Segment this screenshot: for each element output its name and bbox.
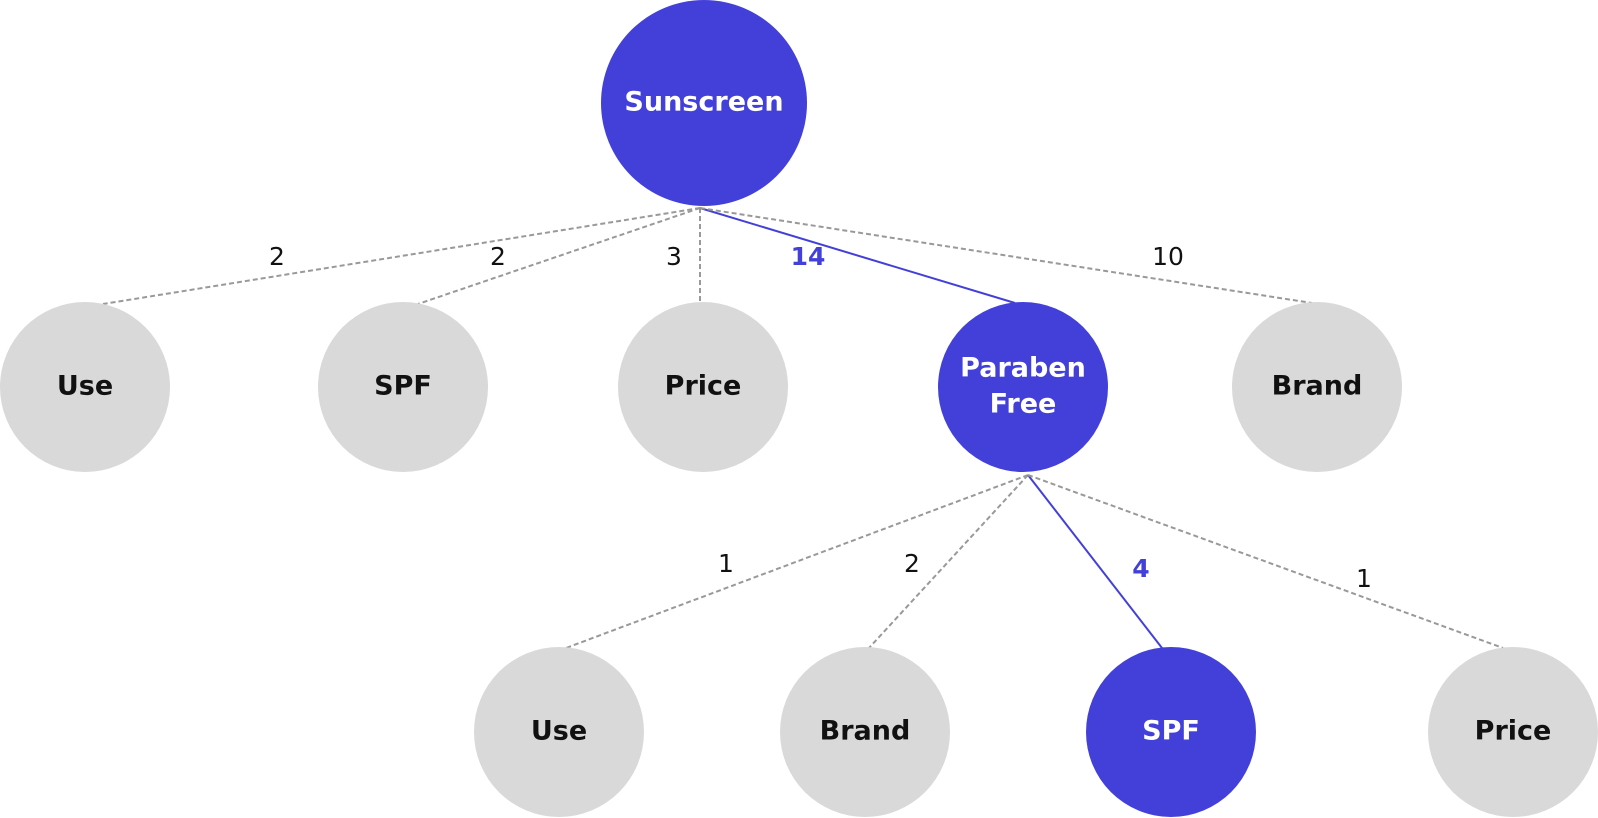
edge-label-sunscreen-to-price-1: 3 [666, 242, 682, 271]
node-circle-brand-2 [780, 647, 950, 817]
edge-label-sunscreen-to-paraben-free: 14 [791, 242, 826, 271]
edges-layer [102, 207, 1504, 649]
node-circle-brand-1 [1232, 302, 1402, 472]
node-price-1: Price [618, 302, 788, 472]
node-circle-price-1 [618, 302, 788, 472]
node-brand-2: Brand [780, 647, 950, 817]
edge-label-sunscreen-to-spf-1: 2 [490, 242, 506, 271]
node-label-sunscreen: Sunscreen [624, 87, 783, 118]
node-label-use-1: Use [57, 371, 113, 402]
edge-label-paraben-free-to-spf-2: 4 [1132, 554, 1149, 583]
edge-label-sunscreen-to-use-1: 2 [269, 242, 285, 271]
node-price-2: Price [1428, 647, 1598, 817]
edge-paraben-free-to-price-2 [1027, 474, 1504, 649]
node-label-spf-1: SPF [374, 371, 432, 402]
node-use-2: Use [474, 647, 644, 817]
edge-label-paraben-free-to-brand-2: 2 [904, 549, 920, 578]
edge-sunscreen-to-paraben-free [699, 207, 1016, 304]
node-sunscreen: Sunscreen [601, 0, 807, 206]
node-label-brand-2: Brand [820, 716, 911, 747]
node-circle-spf-1 [318, 302, 488, 472]
edge-paraben-free-to-use-2 [565, 474, 1029, 649]
edge-labels-layer: 2 2 3 14 10 1 2 4 1 [269, 242, 1372, 593]
edge-paraben-free-to-brand-2 [868, 474, 1029, 649]
node-label-brand-1: Brand [1272, 371, 1363, 402]
edge-sunscreen-to-use-1 [102, 207, 701, 305]
node-brand-1: Brand [1232, 302, 1402, 472]
node-circle-use-1 [0, 302, 170, 472]
node-label-price-1: Price [665, 371, 742, 402]
edge-label-paraben-free-to-use-2: 1 [718, 549, 734, 578]
node-spf-2: SPF [1086, 647, 1256, 817]
node-spf-1: SPF [318, 302, 488, 472]
edge-sunscreen-to-spf-1 [417, 207, 701, 305]
node-label-paraben-free-0: Paraben [960, 353, 1086, 384]
node-use-1: Use [0, 302, 170, 472]
node-label-price-2: Price [1475, 716, 1552, 747]
node-circle-spf-2 [1086, 647, 1256, 817]
node-label-spf-2: SPF [1142, 716, 1200, 747]
edge-paraben-free-to-spf-2 [1027, 474, 1163, 649]
node-circle-price-2 [1428, 647, 1598, 817]
edge-sunscreen-to-brand-1 [699, 207, 1313, 304]
node-circle-sunscreen [601, 0, 807, 206]
edge-label-sunscreen-to-brand-1: 10 [1152, 242, 1184, 271]
node-circle-paraben-free [938, 302, 1108, 472]
node-label-paraben-free-1: Free [990, 389, 1057, 420]
node-label-use-2: Use [531, 716, 587, 747]
node-circle-use-2 [474, 647, 644, 817]
edge-label-paraben-free-to-price-2: 1 [1356, 564, 1372, 593]
